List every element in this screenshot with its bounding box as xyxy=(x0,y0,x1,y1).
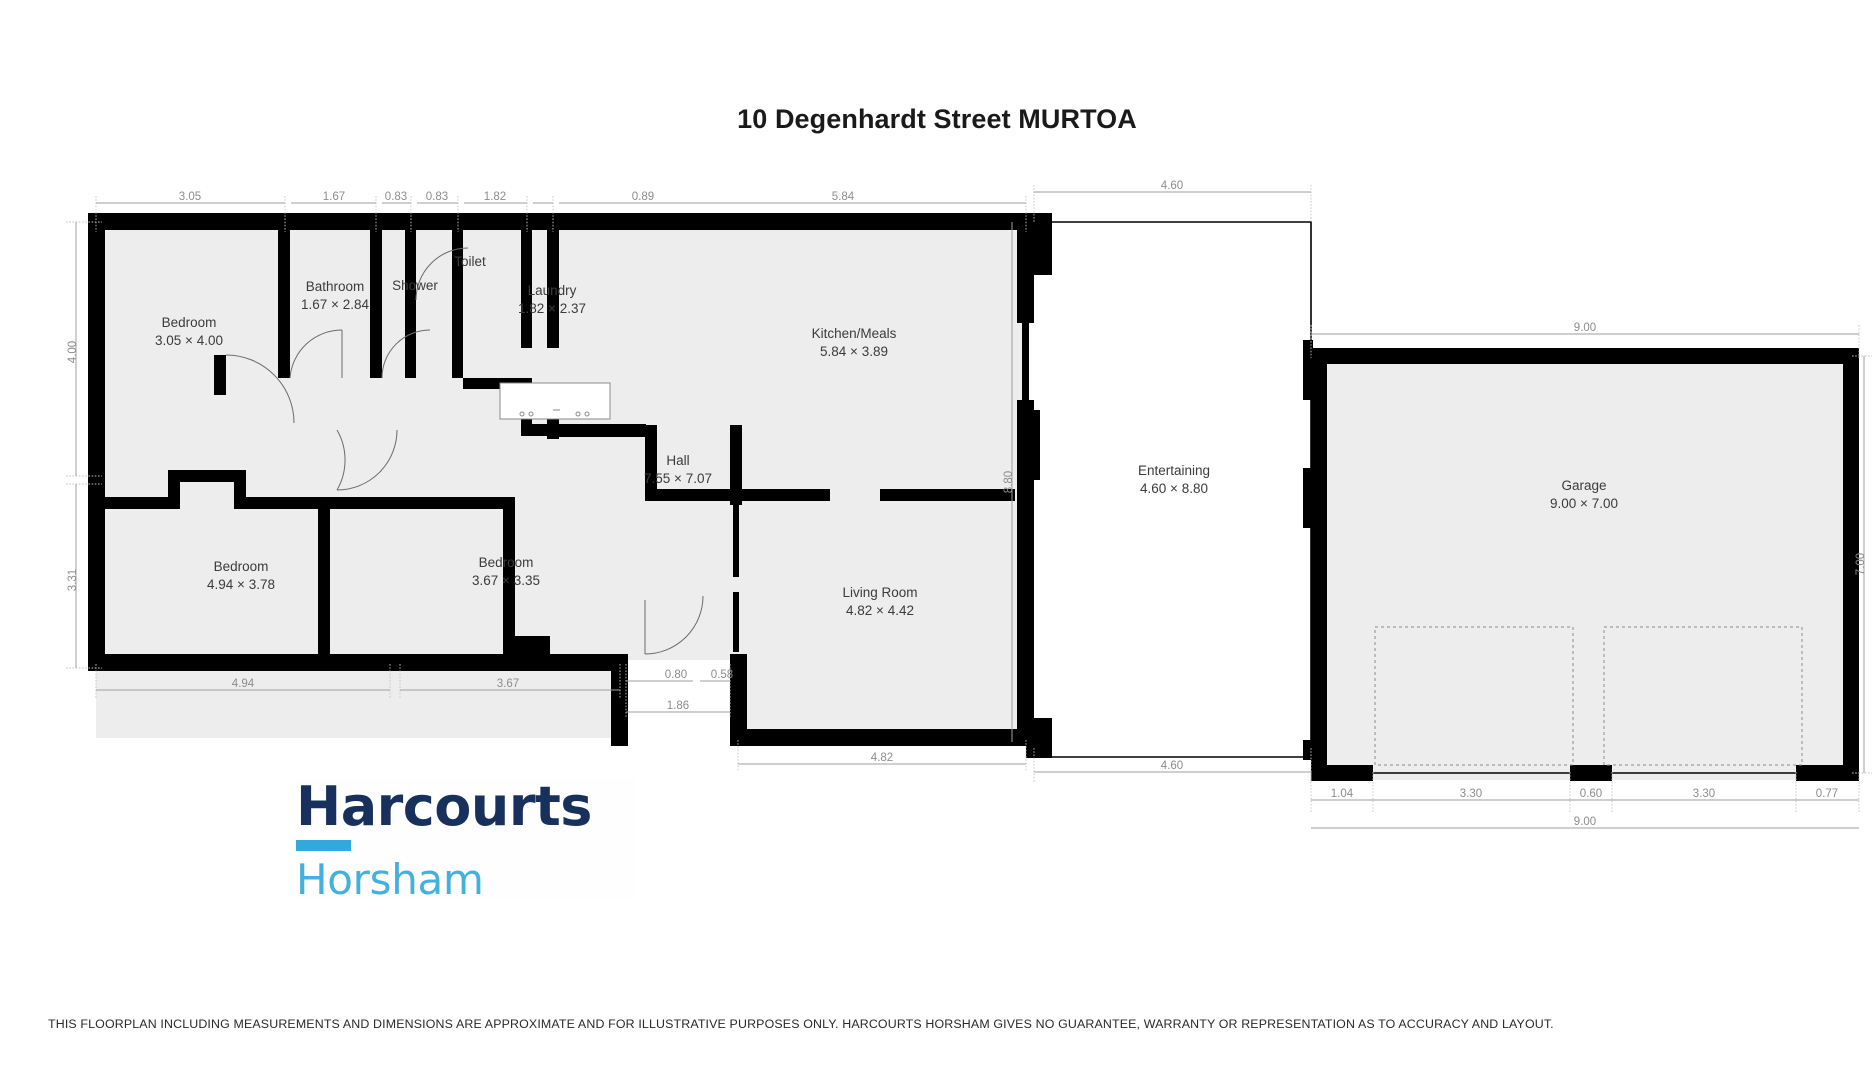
dim-nook-058: 0.58 xyxy=(711,669,733,681)
room-label-garage: Garage xyxy=(1561,478,1606,493)
dim-top-2: 1.67 xyxy=(323,191,345,203)
room-dims-bedroom-3: 3.67 × 3.35 xyxy=(472,573,540,588)
dim-house-right: 8.80 xyxy=(1003,471,1015,493)
dim-garage-seg-2: 3.30 xyxy=(1460,788,1482,800)
room-label-bedroom-1: Bedroom xyxy=(162,315,217,330)
dim-entertaining-top: 4.60 xyxy=(1161,180,1183,192)
room-label-laundry: Laundry xyxy=(528,283,577,298)
room-label-bathroom: Bathroom xyxy=(306,279,365,294)
harcourts-logo: Harcourts Horsham xyxy=(296,775,636,903)
dim-garage-top: 9.00 xyxy=(1574,322,1596,334)
dim-garage-total: 9.00 xyxy=(1574,816,1596,828)
dim-garage-seg-3: 0.60 xyxy=(1580,788,1602,800)
dim-entertaining-bottom: 4.60 xyxy=(1161,760,1183,772)
room-fills xyxy=(96,228,1026,745)
door-swings xyxy=(225,247,704,655)
dimension-entertaining-top: 4.60 xyxy=(1033,180,1312,222)
dimensions-bottom-nook: 0.80 0.58 1.86 xyxy=(625,664,733,718)
dim-top-7: 5.84 xyxy=(832,191,855,203)
garage-block xyxy=(1311,348,1859,781)
dimensions-garage-bottom: 1.04 3.30 0.60 3.30 0.77 9.00 xyxy=(1310,772,1860,829)
dimension-garage-right: 7.00 xyxy=(1852,355,1872,774)
dim-garage-right: 7.00 xyxy=(1855,553,1867,575)
room-dims-bedroom-1: 3.05 × 4.00 xyxy=(155,333,223,348)
dim-garage-seg-4: 3.30 xyxy=(1693,788,1715,800)
room-dims-laundry: 1.82 × 2.37 xyxy=(518,301,586,316)
dim-bottom-bedroom-3: 3.67 xyxy=(497,678,519,690)
house-exterior-walls xyxy=(88,213,1034,746)
room-label-toilet: Toilet xyxy=(454,254,486,269)
dim-garage-seg-5: 0.77 xyxy=(1816,788,1838,800)
dim-left-lower: 3.31 xyxy=(67,569,79,591)
room-label-kitchen: Kitchen/Meals xyxy=(812,326,897,341)
room-dims-kitchen: 5.84 × 3.89 xyxy=(820,344,888,359)
dimension-entertaining-bottom: 4.60 xyxy=(1033,748,1312,782)
room-label-living: Living Room xyxy=(842,585,917,600)
dim-top-4: 0.83 xyxy=(426,191,448,203)
room-label-bedroom-2: Bedroom xyxy=(214,559,269,574)
dim-top-3: 0.83 xyxy=(385,191,407,203)
dim-living-bottom: 4.82 xyxy=(871,752,893,764)
room-label-shower: Shower xyxy=(392,278,438,293)
dim-left-upper: 4.00 xyxy=(67,341,79,363)
room-dims-bedroom-2: 4.94 × 3.78 xyxy=(207,577,275,592)
room-dims-entertaining: 4.60 × 8.80 xyxy=(1140,481,1208,496)
dim-nook-080: 0.80 xyxy=(665,669,687,681)
laundry-fixture xyxy=(499,382,611,420)
dim-bottom-bedroom-2: 4.94 xyxy=(232,678,255,690)
dim-top-1: 3.05 xyxy=(179,191,201,203)
brand-name-primary: Harcourts xyxy=(296,775,592,838)
page-title: 10 Degenhardt Street MURTOA xyxy=(737,104,1137,134)
dim-top-5: 1.82 xyxy=(484,191,506,203)
dim-top-6: 0.89 xyxy=(632,191,654,203)
dimensions-top-house: 3.05 1.67 0.83 0.83 1.82 0.89 5.84 xyxy=(95,191,1027,232)
room-dims-bathroom: 1.67 × 2.84 xyxy=(301,297,369,312)
dimension-labels-top: 3.05 1.67 0.83 0.83 1.82 0.89 5.84 xyxy=(179,191,855,203)
dimension-house-right: 8.80 xyxy=(1003,222,1015,742)
room-dims-hall: 7.55 × 7.07 xyxy=(644,471,712,486)
dimensions-bottom-bedrooms: 4.94 3.67 xyxy=(95,664,621,698)
brand-accent-rule xyxy=(296,840,351,851)
dimension-living-bottom: 4.82 xyxy=(737,740,1027,772)
room-dims-living: 4.82 × 4.42 xyxy=(846,603,914,618)
room-label-hall: Hall xyxy=(666,453,689,468)
brand-name-secondary: Horsham xyxy=(296,855,484,904)
dimensions-left: 4.00 3.31 xyxy=(66,221,102,669)
room-label-entertaining: Entertaining xyxy=(1138,463,1210,478)
room-labels: Bedroom 3.05 × 4.00 Bathroom 1.67 × 2.84… xyxy=(155,254,1618,618)
dim-nook-186: 1.86 xyxy=(667,700,689,712)
dimension-garage-top: 9.00 xyxy=(1310,322,1860,358)
house-internal-walls xyxy=(105,228,1015,657)
disclaimer-text: THIS FLOORPLAN INCLUDING MEASUREMENTS AN… xyxy=(48,1017,1554,1031)
room-label-bedroom-3: Bedroom xyxy=(479,555,534,570)
dim-garage-seg-1: 1.04 xyxy=(1331,788,1354,800)
room-dims-garage: 9.00 × 7.00 xyxy=(1550,496,1618,511)
